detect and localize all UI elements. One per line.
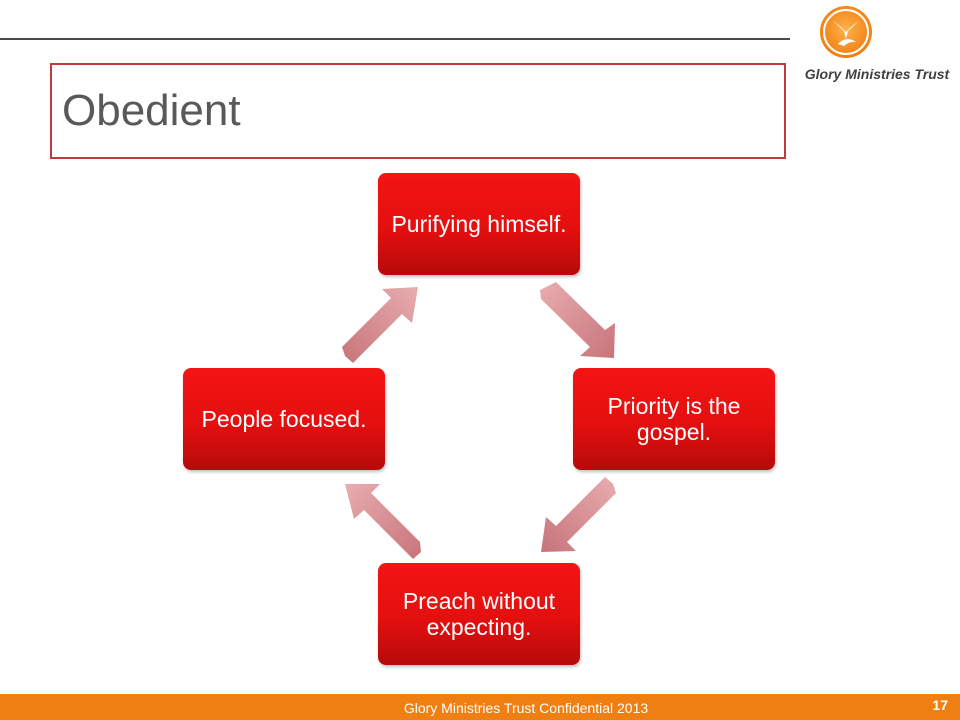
arrow-top-to-right <box>540 282 615 358</box>
arrow-left-to-top <box>342 287 418 363</box>
footer-text: Glory Ministries Trust Confidential 2013 <box>403 700 649 716</box>
title-box: Obedient <box>50 63 786 159</box>
dove-icon <box>820 6 872 58</box>
arrow-bottom-to-left <box>345 484 421 559</box>
top-rule <box>0 38 790 40</box>
cycle-node-left: People focused. <box>183 368 385 470</box>
cycle-node-bottom: Preach without expecting. <box>378 563 580 665</box>
footer-bar: Glory Ministries Trust Confidential 2013… <box>0 694 960 720</box>
page-number: 17 <box>932 697 948 713</box>
brand-name: Glory Ministries Trust <box>804 66 950 82</box>
arrow-right-to-bottom <box>541 477 616 552</box>
cycle-node-right: Priority is the gospel. <box>573 368 775 470</box>
slide-title: Obedient <box>62 86 241 135</box>
cycle-node-top: Purifying himself. <box>378 173 580 275</box>
